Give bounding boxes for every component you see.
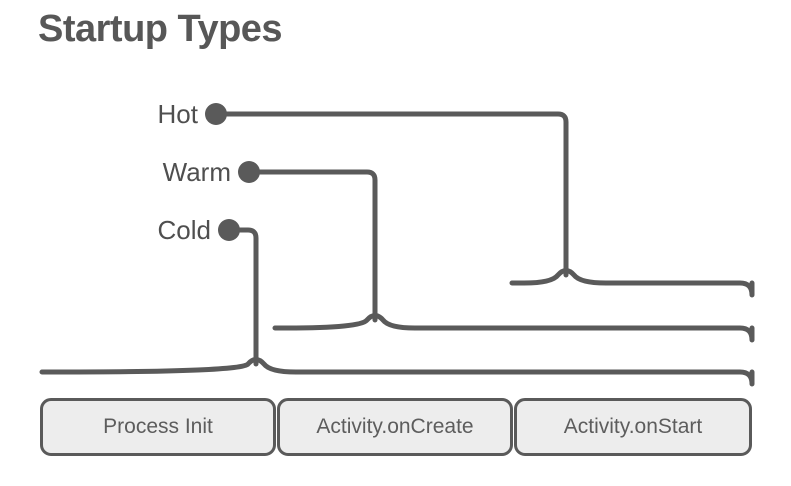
wire-cold (226, 227, 259, 367)
stage-box-process-init[interactable]: Process Init (40, 398, 276, 456)
wire-hot (213, 111, 569, 278)
node-dot-cold (218, 219, 240, 241)
wire-warm (246, 169, 378, 323)
node-dot-hot (205, 103, 227, 125)
stage-box-activity-oncreate[interactable]: Activity.onCreate (277, 398, 513, 456)
brace-hot (509, 268, 755, 298)
row-label-warm: Warm (162, 157, 231, 187)
row-label-cold: Cold (157, 215, 211, 245)
page-title: Startup Types (38, 8, 283, 50)
stage-box-activity-onstart[interactable]: Activity.onStart (514, 398, 752, 456)
row-label-hot: Hot (157, 99, 198, 129)
node-dot-warm (238, 161, 260, 183)
brace-cold (39, 357, 755, 387)
brace-warm (272, 313, 755, 343)
